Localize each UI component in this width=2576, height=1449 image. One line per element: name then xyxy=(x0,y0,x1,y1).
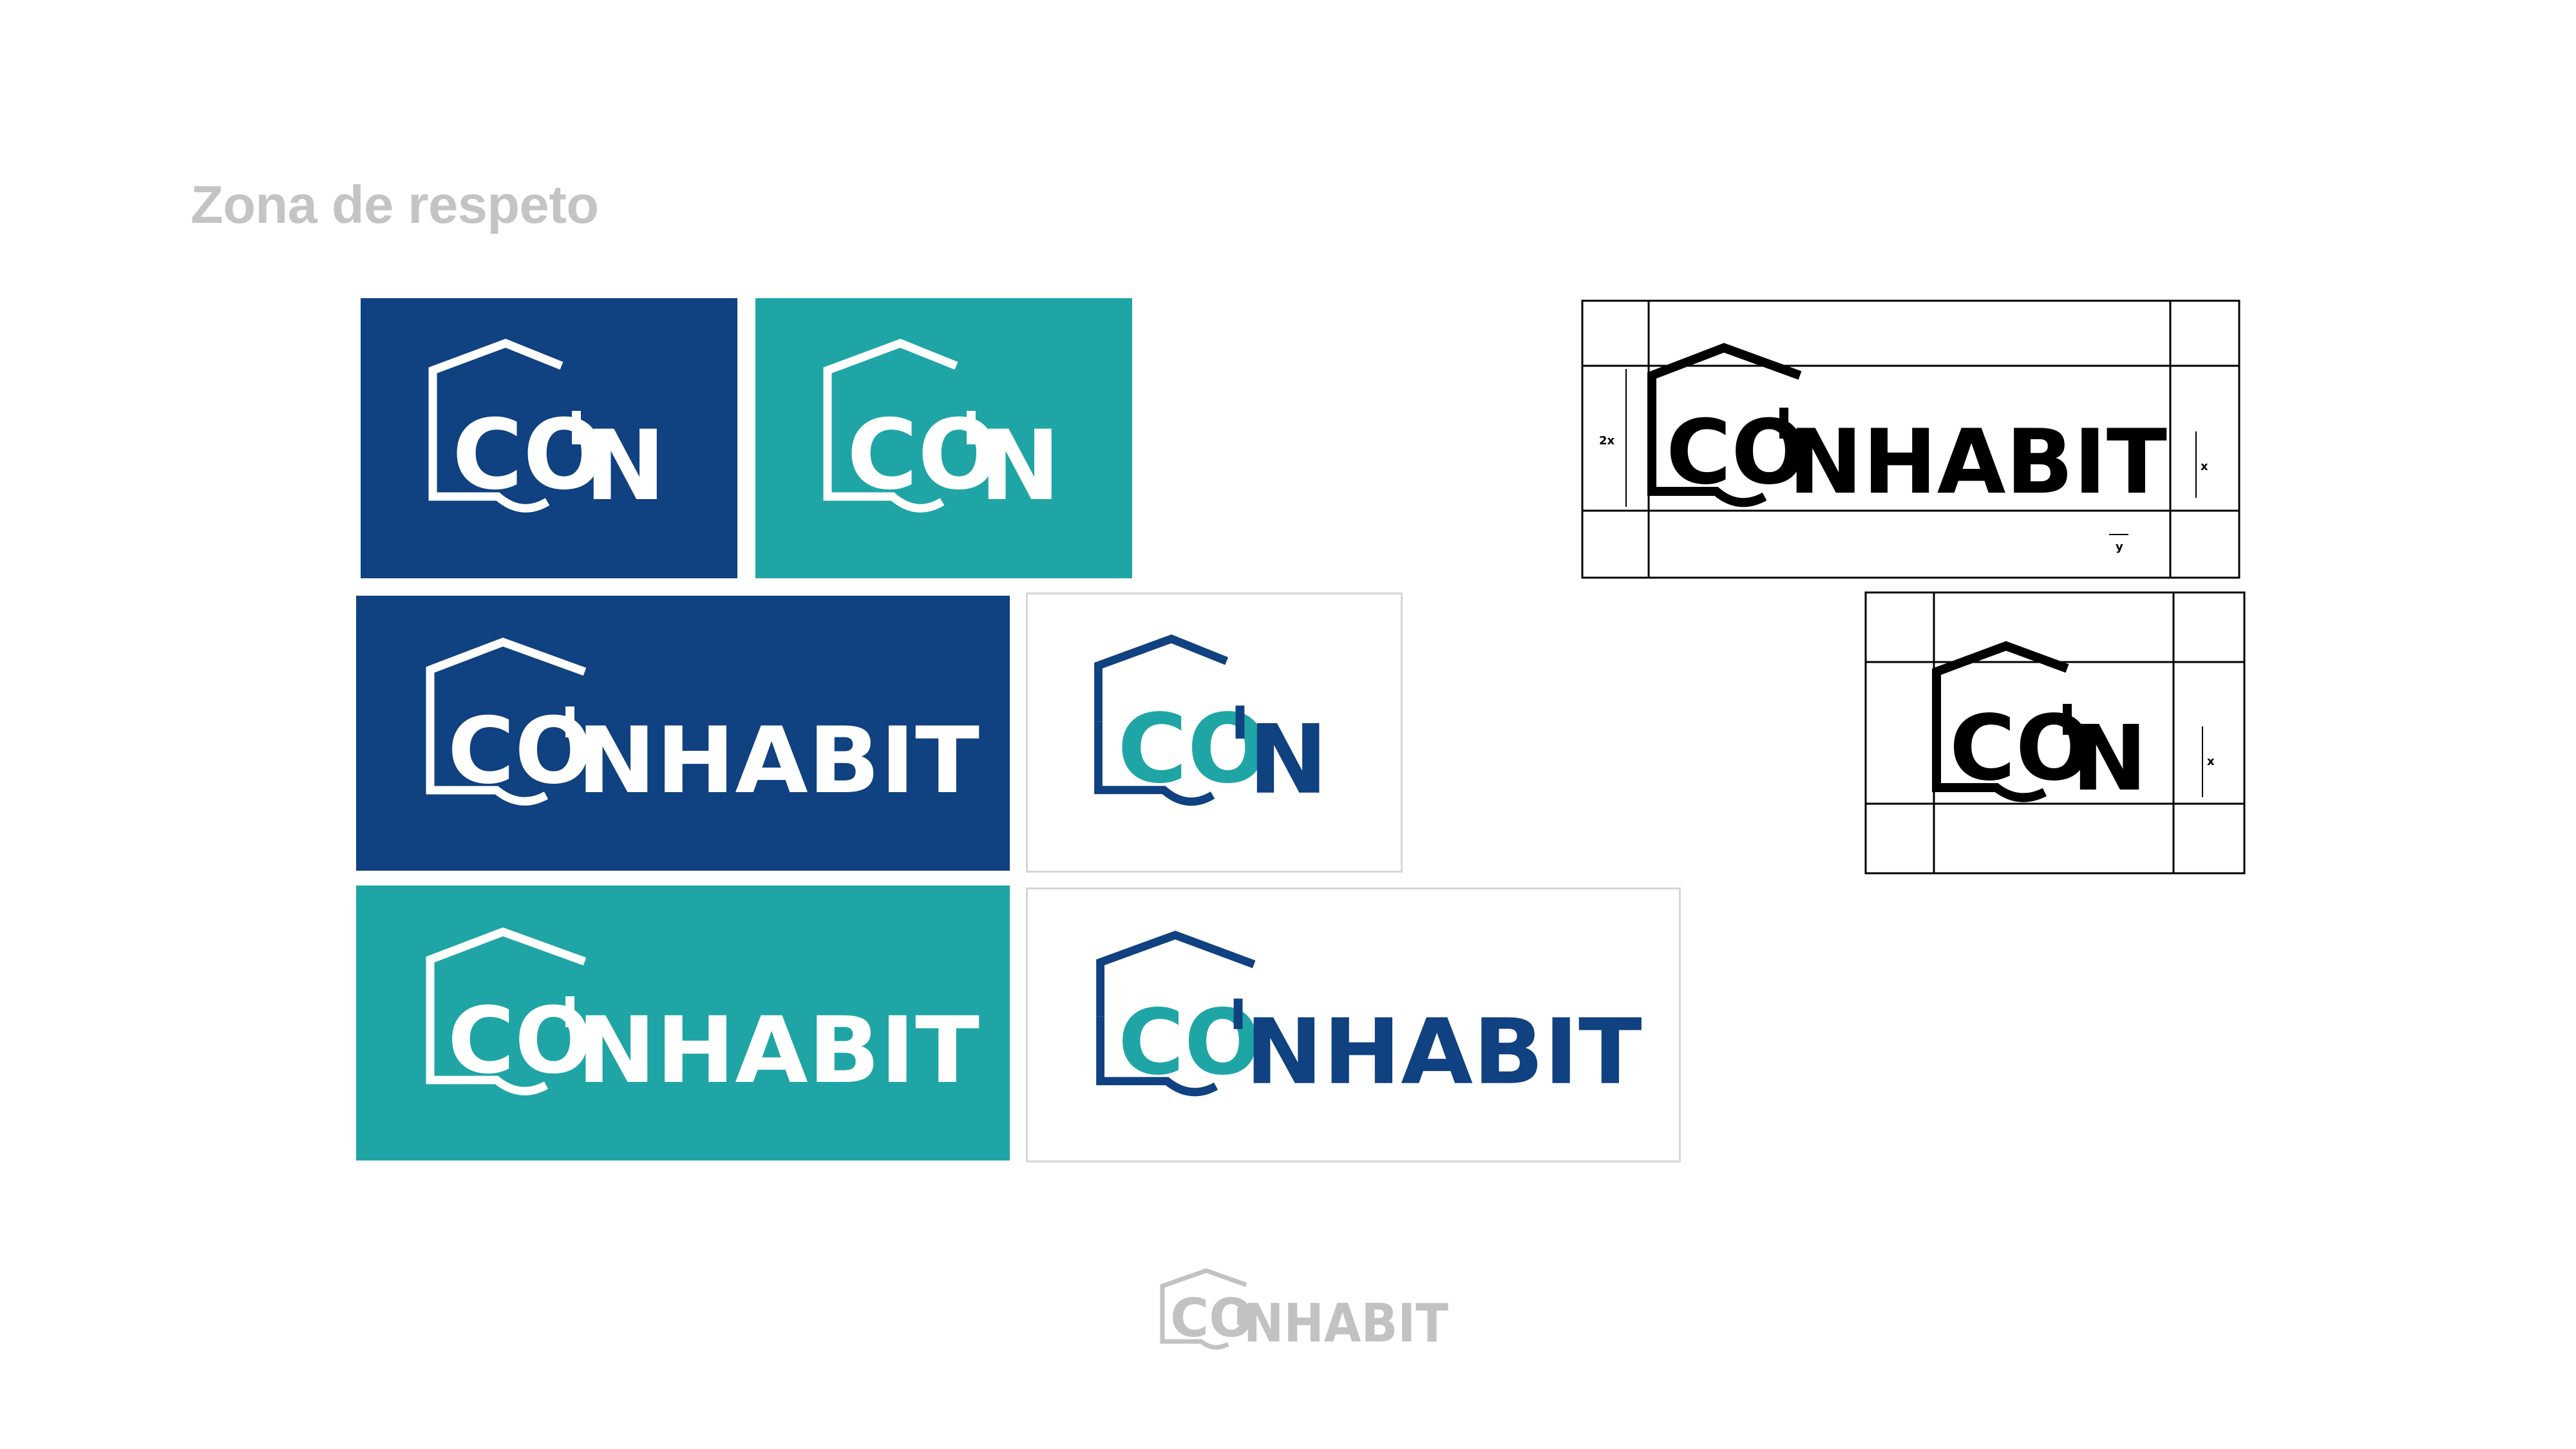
spec-rest-text: NHABIT xyxy=(1788,410,2167,514)
coinhabit-rest-text: NHABIT xyxy=(1245,1000,1642,1105)
coin-i-stem xyxy=(572,411,581,444)
coin-logo-white-on-navy: CO N xyxy=(428,339,666,522)
footer-coinhabit-logo: CO NHABIT xyxy=(1160,1268,1448,1354)
label-y: y xyxy=(2116,540,2123,554)
coin-logo-white-on-teal: CO N xyxy=(823,339,1061,522)
coin-co-text: CO xyxy=(1117,694,1268,804)
coin-n-text: N xyxy=(585,410,666,522)
coin-co-text: CO xyxy=(847,399,1000,511)
coinhabit-i-stem xyxy=(565,996,574,1027)
coin-i-stem xyxy=(967,411,976,444)
page-title: Zona de respeto xyxy=(191,175,599,234)
clearspace-grid-coinhabit: CO NHABIT 2x x y xyxy=(1581,299,2240,579)
spec-coin-i-stem xyxy=(2063,704,2072,735)
footer-i-stem xyxy=(1237,1308,1242,1325)
coinhabit-logo-navy-tile: CO NHABIT xyxy=(356,596,1010,871)
footer-rest-text: NHABIT xyxy=(1244,1293,1448,1354)
coinhabit-rest-text: NHABIT xyxy=(577,708,980,814)
coinhabit-i-stem xyxy=(1233,998,1243,1029)
coin-logo-color-on-white: CO N xyxy=(1094,634,1328,815)
coin-co-text: CO xyxy=(452,399,605,511)
coinhabit-logo-white-on-teal: CO NHABIT xyxy=(426,927,980,1104)
spec-coin-n-text: N xyxy=(2072,706,2147,811)
coin-i-stem xyxy=(1235,705,1245,739)
coinhabit-logo-color-on-white: CO NHABIT xyxy=(1096,931,1642,1105)
coin-logo-navy-tile: CO N xyxy=(361,298,737,578)
clearspace-spec-coinhabit: CO NHABIT 2x x y xyxy=(1581,299,2244,580)
coinhabit-logo-white-tile: CO NHABIT xyxy=(1026,887,1681,1162)
coin-logo-white-tile: CO N xyxy=(1026,592,1403,873)
spec-i-stem xyxy=(1779,408,1788,439)
coinhabit-logo-white-on-navy: CO NHABIT xyxy=(426,638,980,814)
coin-n-text: N xyxy=(1248,705,1328,815)
footer-logo: CO NHABIT xyxy=(1156,1265,1452,1356)
coin-n-text: N xyxy=(980,410,1061,522)
coinhabit-logo-teal-tile: CO NHABIT xyxy=(356,886,1010,1160)
clearspace-grid-coin: CO N x xyxy=(1864,591,2246,875)
label-2x: 2x xyxy=(1599,434,1615,448)
coin-logo-teal-tile: CO N xyxy=(755,298,1132,578)
coinhabit-i-stem xyxy=(565,706,574,737)
clearspace-spec-coin: CO N x xyxy=(1864,591,2248,876)
label-x: x xyxy=(2201,460,2208,473)
label-x-coin: x xyxy=(2207,755,2215,768)
coinhabit-rest-text: NHABIT xyxy=(577,998,980,1104)
